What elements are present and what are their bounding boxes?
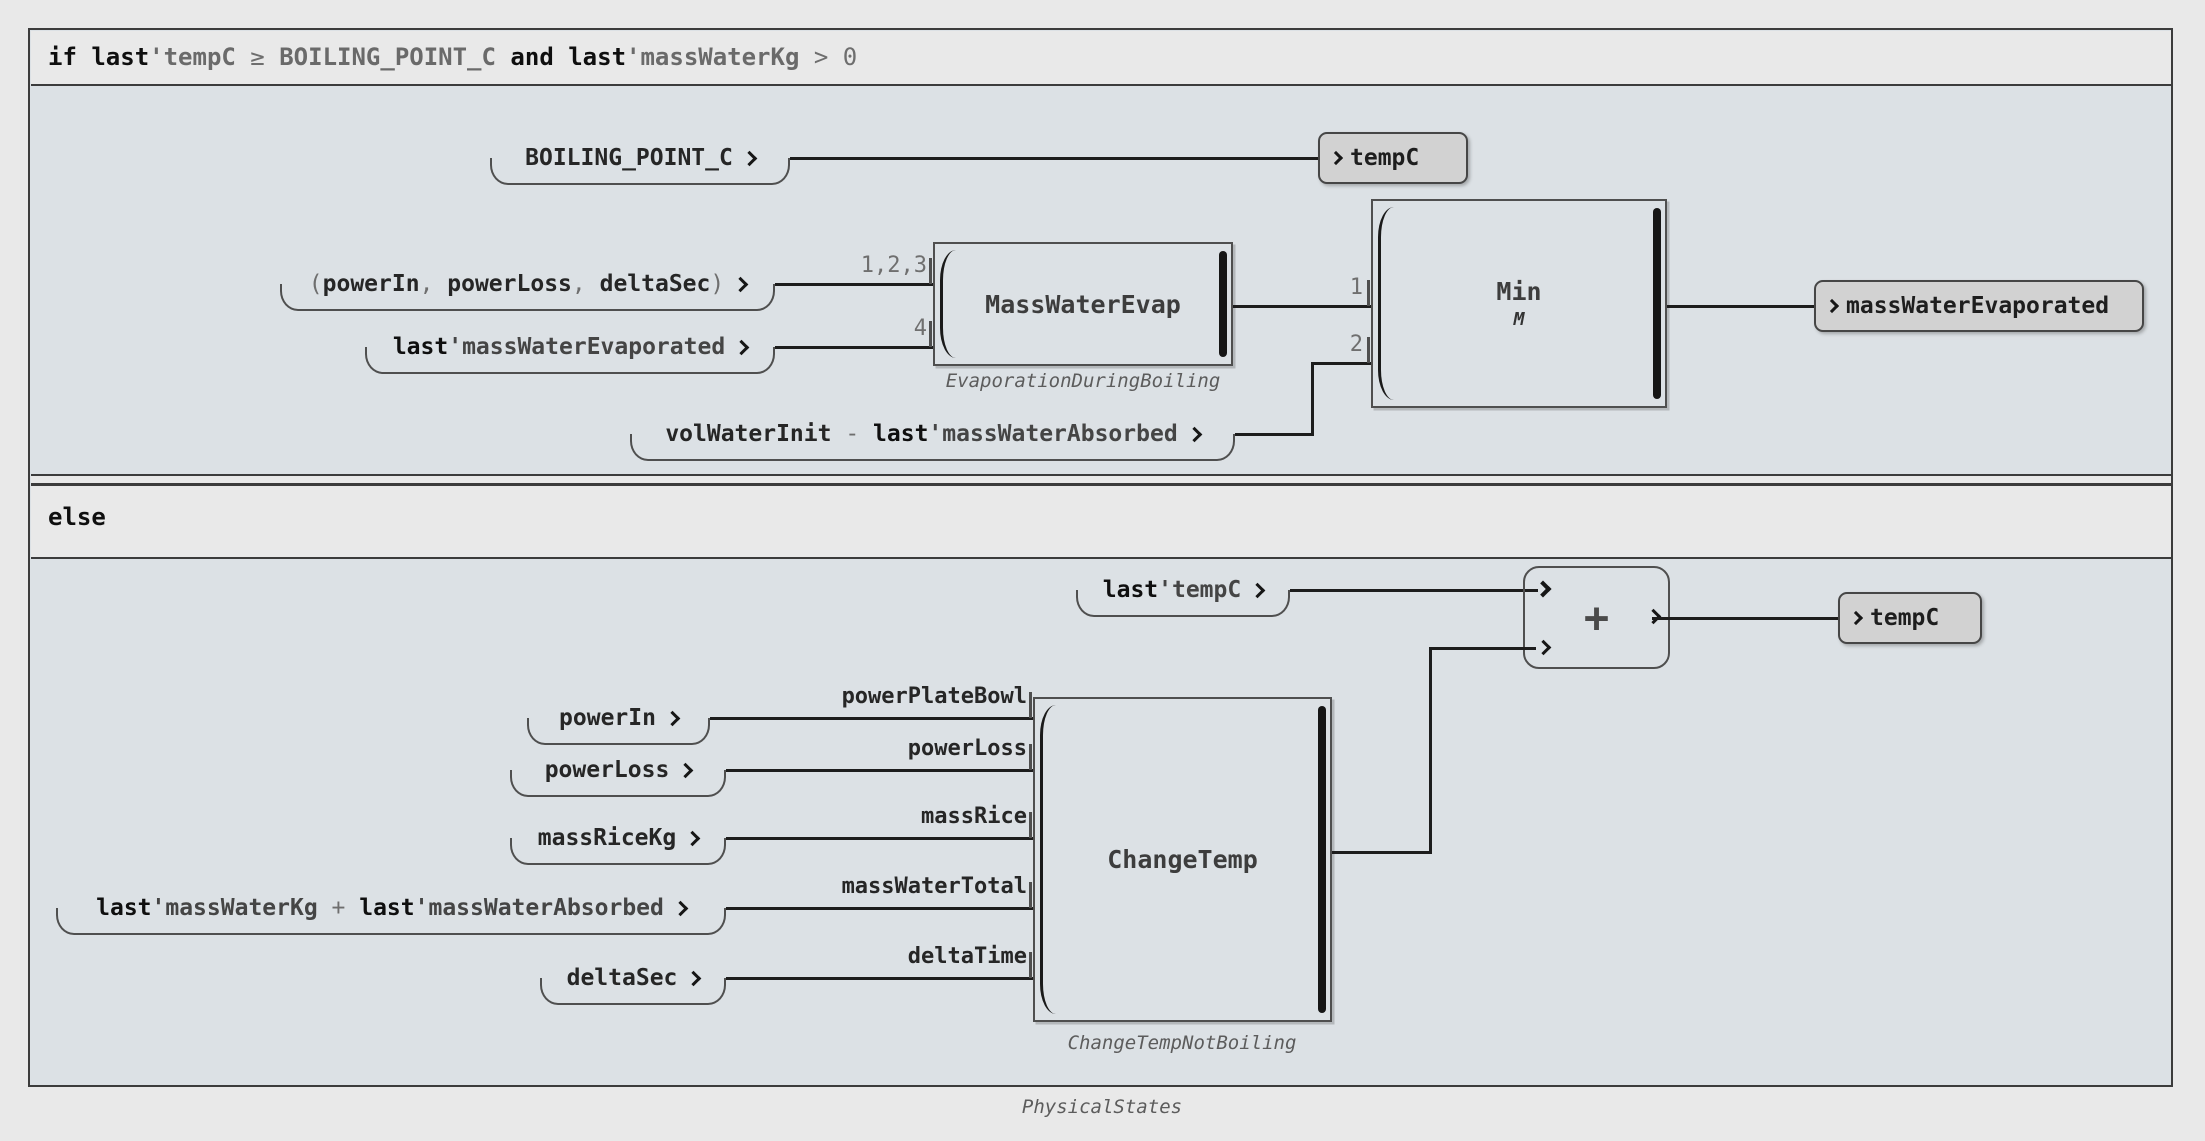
wire [775, 282, 933, 286]
source-bracket [490, 158, 790, 185]
block-label: + [1583, 593, 1610, 642]
block-plus: + [1523, 566, 1670, 669]
source-masswater-sum: last'massWaterKg + last'massWaterAbsorbe… [56, 891, 726, 937]
port-tick [1029, 952, 1032, 978]
wire [1652, 616, 1838, 620]
source-powerin: powerIn [527, 701, 710, 747]
else-label: else [48, 503, 106, 531]
source-massricekg: massRiceKg [510, 821, 726, 867]
source-label: powerLoss [544, 757, 670, 783]
source-label: BOILING_POINT_C [525, 145, 733, 171]
source-deltasec: deltaSec [540, 961, 726, 1007]
if-condition-text: if last'tempC ≥ BOILING_POINT_C and last… [48, 43, 858, 71]
source-bracket [365, 347, 775, 374]
block-left-paren [940, 250, 956, 358]
source-boiling-point: BOILING_POINT_C [490, 141, 790, 187]
source-bracket [1076, 590, 1290, 617]
chevron-right-icon [1824, 298, 1840, 314]
wire [790, 156, 1318, 160]
source-label: massRiceKg [537, 825, 677, 851]
wire-ports-label: 1,2,3 [860, 253, 927, 278]
source-bracket [540, 978, 726, 1005]
port-label: powerPlateBowl [841, 684, 1027, 709]
source-last-masswaterevaporated: last'massWaterEvaporated [365, 330, 775, 376]
source-last-tempc: last'tempC [1076, 573, 1290, 619]
block-label: ChangeTemp [1107, 845, 1258, 874]
block-label: Min [1496, 277, 1542, 306]
wire [1429, 646, 1536, 650]
sink-tempc-else: tempC [1838, 592, 1982, 644]
sink-tempc-if: tempC [1318, 132, 1468, 184]
sink-label: massWaterEvaporated [1846, 293, 2110, 319]
port-label: massWaterTotal [841, 874, 1027, 899]
source-bracket [527, 718, 710, 745]
source-bracket [510, 838, 726, 865]
wire [726, 906, 1033, 910]
wire [1233, 304, 1371, 308]
else-header-band [30, 474, 2171, 559]
source-label: powerIn [559, 705, 656, 731]
block-min: Min M [1371, 199, 1667, 408]
block-label: MassWaterEvap [985, 289, 1181, 319]
chevron-right-icon [1328, 150, 1344, 166]
source-label: (powerIn, powerLoss, deltaSec) [308, 271, 725, 297]
source-bracket [56, 908, 726, 935]
port-tick [1367, 280, 1370, 306]
wire-port-label: 2 [1349, 332, 1363, 357]
source-bracket [280, 284, 775, 311]
port-label: powerLoss [907, 736, 1027, 761]
wire-port-label: 1 [1349, 275, 1363, 300]
port-label: massRice [921, 804, 1027, 829]
source-power-tuple: (powerIn, powerLoss, deltaSec) [280, 267, 775, 313]
block-left-paren [1378, 207, 1394, 400]
wire [775, 345, 933, 349]
source-label: last'tempC [1102, 577, 1242, 603]
wire [1311, 363, 1314, 435]
wire-ports-label: 4 [913, 316, 927, 341]
block-changetemp: ChangeTemp [1033, 697, 1332, 1022]
block-left-paren [1040, 705, 1056, 1014]
block-right-bar [1318, 706, 1326, 1013]
port-label: deltaTime [907, 944, 1027, 969]
diagram-caption: PhysicalStates [1021, 1096, 1183, 1118]
port-tick [929, 258, 932, 284]
wire [1311, 361, 1371, 365]
sink-label: tempC [1350, 145, 1420, 171]
block-right-bar [1219, 251, 1227, 357]
wire [1429, 648, 1432, 852]
source-bracket [510, 770, 726, 797]
port-tick [1029, 744, 1032, 770]
wire [1667, 304, 1814, 308]
port-tick [1029, 882, 1032, 908]
source-label: deltaSec [566, 965, 678, 991]
source-powerloss: powerLoss [510, 753, 726, 799]
source-bracket [630, 434, 1235, 461]
source-label: last'massWaterKg + last'massWaterAbsorbe… [96, 895, 664, 921]
wire [726, 836, 1033, 840]
port-tick [1367, 337, 1370, 363]
port-tick [1029, 812, 1032, 838]
source-label: last'massWaterEvaporated [392, 334, 726, 360]
wire [710, 716, 1033, 720]
source-label: volWaterInit - last'massWaterAbsorbed [665, 421, 1178, 447]
port-tick [1029, 692, 1032, 718]
block-caption: EvaporationDuringBoiling [945, 370, 1221, 392]
wire [726, 976, 1033, 980]
wire [726, 768, 1033, 772]
sink-masswaterevaporated: massWaterEvaporated [1814, 280, 2144, 332]
block-right-bar [1653, 208, 1661, 399]
chevron-right-icon [1848, 610, 1864, 626]
block-masswaterevap: MassWaterEvap [933, 242, 1233, 366]
divider-line [30, 483, 2171, 486]
if-header-band [30, 30, 2171, 86]
block-sub-label: M [1513, 309, 1525, 330]
block-caption: ChangeTempNotBoiling [1067, 1032, 1297, 1054]
wire [1290, 588, 1538, 592]
source-volwater-expr: volWaterInit - last'massWaterAbsorbed [630, 417, 1235, 463]
wire [1332, 850, 1432, 854]
sink-label: tempC [1870, 605, 1940, 631]
wire [1235, 432, 1314, 436]
port-tick [929, 321, 932, 347]
